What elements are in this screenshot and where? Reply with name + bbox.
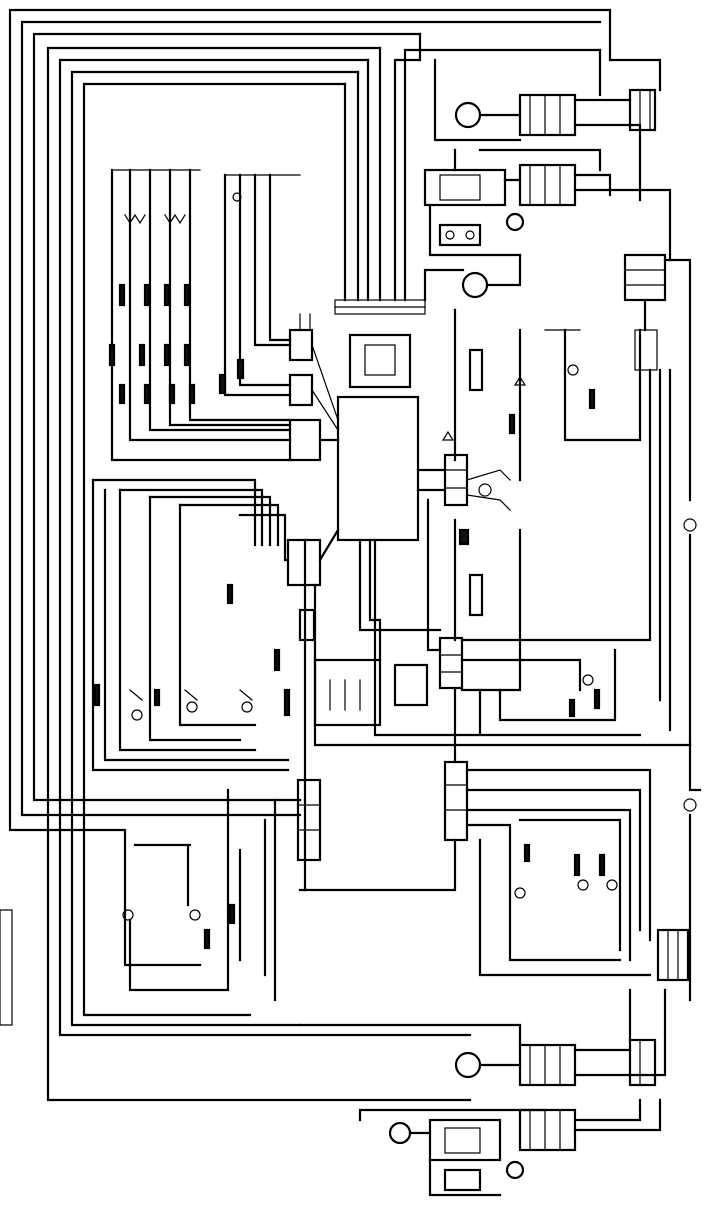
motor-bottom	[454, 1051, 482, 1079]
control-module-box	[336, 395, 420, 542]
lower-right-devices	[358, 743, 702, 1197]
right-relay-stack	[460, 253, 697, 747]
center-buses	[298, 308, 692, 892]
top-right-devices	[423, 48, 672, 302]
center-connectors	[296, 348, 527, 862]
small-module-box	[393, 663, 429, 707]
outer-harness-wires	[8, 8, 612, 1102]
lower-left-loads	[122, 788, 522, 1047]
upper-left-harness	[108, 168, 301, 462]
capacitor-box	[313, 658, 382, 727]
legend-box	[0, 909, 13, 1026]
lower-left-harness	[91, 478, 291, 772]
control-board	[313, 333, 429, 727]
relay-box-top	[348, 333, 412, 389]
relay-box-inner	[364, 344, 396, 376]
top-connector-row	[286, 299, 426, 642]
right-center-harness	[460, 328, 642, 737]
motor-mid	[461, 271, 489, 299]
motor-top	[454, 101, 482, 129]
